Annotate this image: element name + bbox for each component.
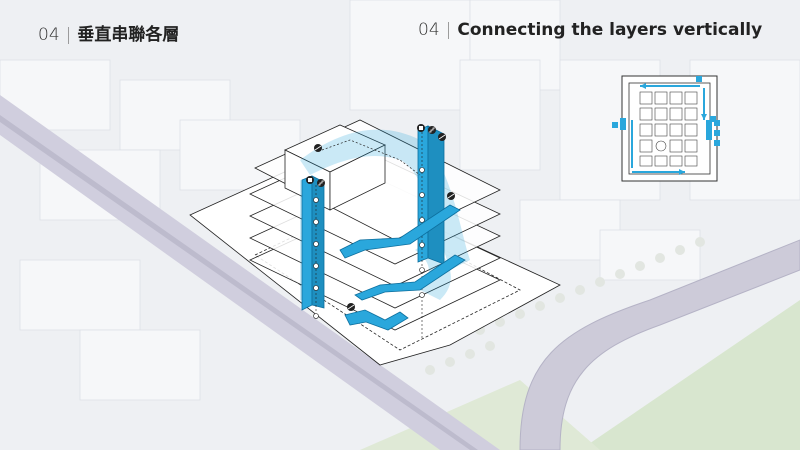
- grass-field: [580, 300, 800, 450]
- left-core: [301, 175, 313, 311]
- section-title: 垂直串聯各層: [77, 25, 180, 45]
- escalator-upper: [339, 204, 461, 259]
- escalators: [339, 204, 466, 331]
- plan-inset: [612, 75, 720, 182]
- elevator-icon: [306, 176, 314, 184]
- section-title: Connecting the layers vertically: [457, 20, 763, 40]
- escalator-lower: [344, 309, 409, 331]
- stair-icon: [428, 126, 436, 134]
- escalator-middle: [354, 254, 466, 301]
- markers: [306, 124, 455, 311]
- escalator-icon: [347, 303, 355, 311]
- title-english: 04|Connecting the layers vertically: [418, 20, 762, 40]
- escalator-icon: [447, 192, 455, 200]
- title-separator: |: [445, 20, 452, 40]
- escalator-icon: [438, 133, 446, 141]
- title-separator: |: [65, 25, 72, 45]
- stair-icon: [317, 179, 325, 187]
- roof-path: [321, 139, 421, 176]
- title-chinese: 04|垂直串聯各層: [38, 20, 179, 45]
- escalator-icon: [314, 144, 322, 152]
- elevator-icon: [417, 124, 425, 132]
- overpass: [519, 239, 800, 450]
- section-number: 04: [418, 20, 440, 40]
- section-number: 04: [38, 25, 60, 45]
